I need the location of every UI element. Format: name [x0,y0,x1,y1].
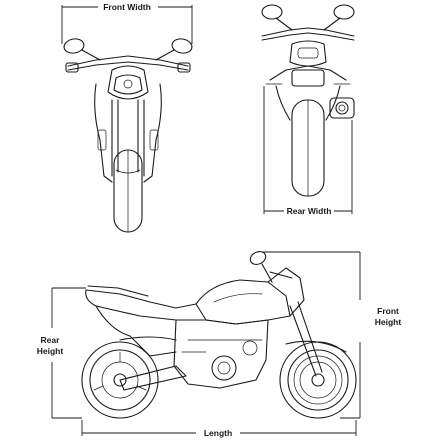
side-view: Front Height Rear Height Length [37,251,402,438]
front-width-label: Front Width [103,2,151,12]
front-handlebar [65,55,191,73]
front-headlight [107,65,149,100]
front-mirrors [63,38,193,61]
front-wheel [279,341,357,419]
side-handlebar [249,251,293,283]
rear-height-label-line2: Height [37,346,64,356]
front-height-dimension: Front Height [262,251,402,419]
front-tire [113,149,143,233]
rear-exhaust [329,97,355,119]
front-height-label-line1: Front [377,306,399,316]
length-label: Length [204,428,232,438]
front-width-dimension: Front Width [61,2,193,44]
rear-tail-body [265,40,351,121]
rear-height-label-line1: Rear [41,335,61,345]
rear-tire [291,99,325,197]
engine [173,319,269,389]
front-view: Front Width [61,2,193,233]
front-fork-body [94,83,162,183]
swingarm-exhaust [119,335,187,391]
rear-width-dimension: Rear Width [263,86,353,216]
length-dimension: Length [81,420,357,438]
rear-mirrors [261,4,355,41]
rear-width-label: Rear Width [287,206,332,216]
side-front-fork [285,301,347,377]
rear-view: Rear Width [261,4,355,216]
front-height-label-line2: Height [375,317,402,327]
rear-height-dimension: Rear Height [37,287,86,419]
rear-wheel [81,341,159,419]
seat-tail [85,285,197,337]
